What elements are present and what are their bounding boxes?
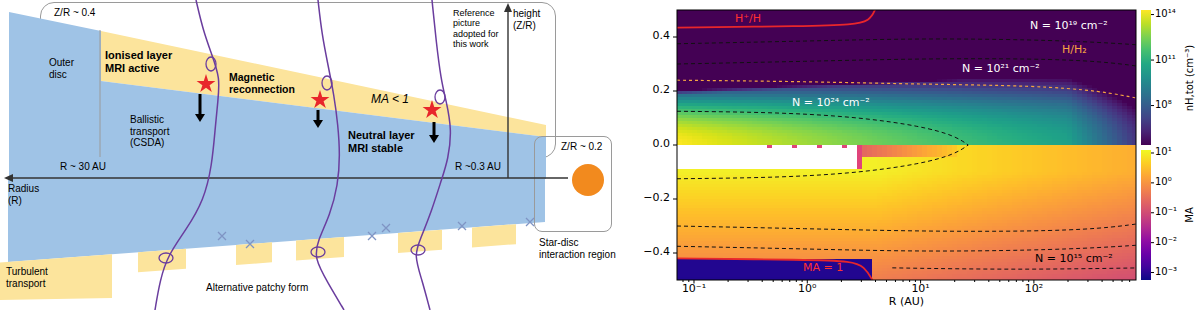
figure: Reference picture adopted for this workI… bbox=[0, 0, 1200, 310]
